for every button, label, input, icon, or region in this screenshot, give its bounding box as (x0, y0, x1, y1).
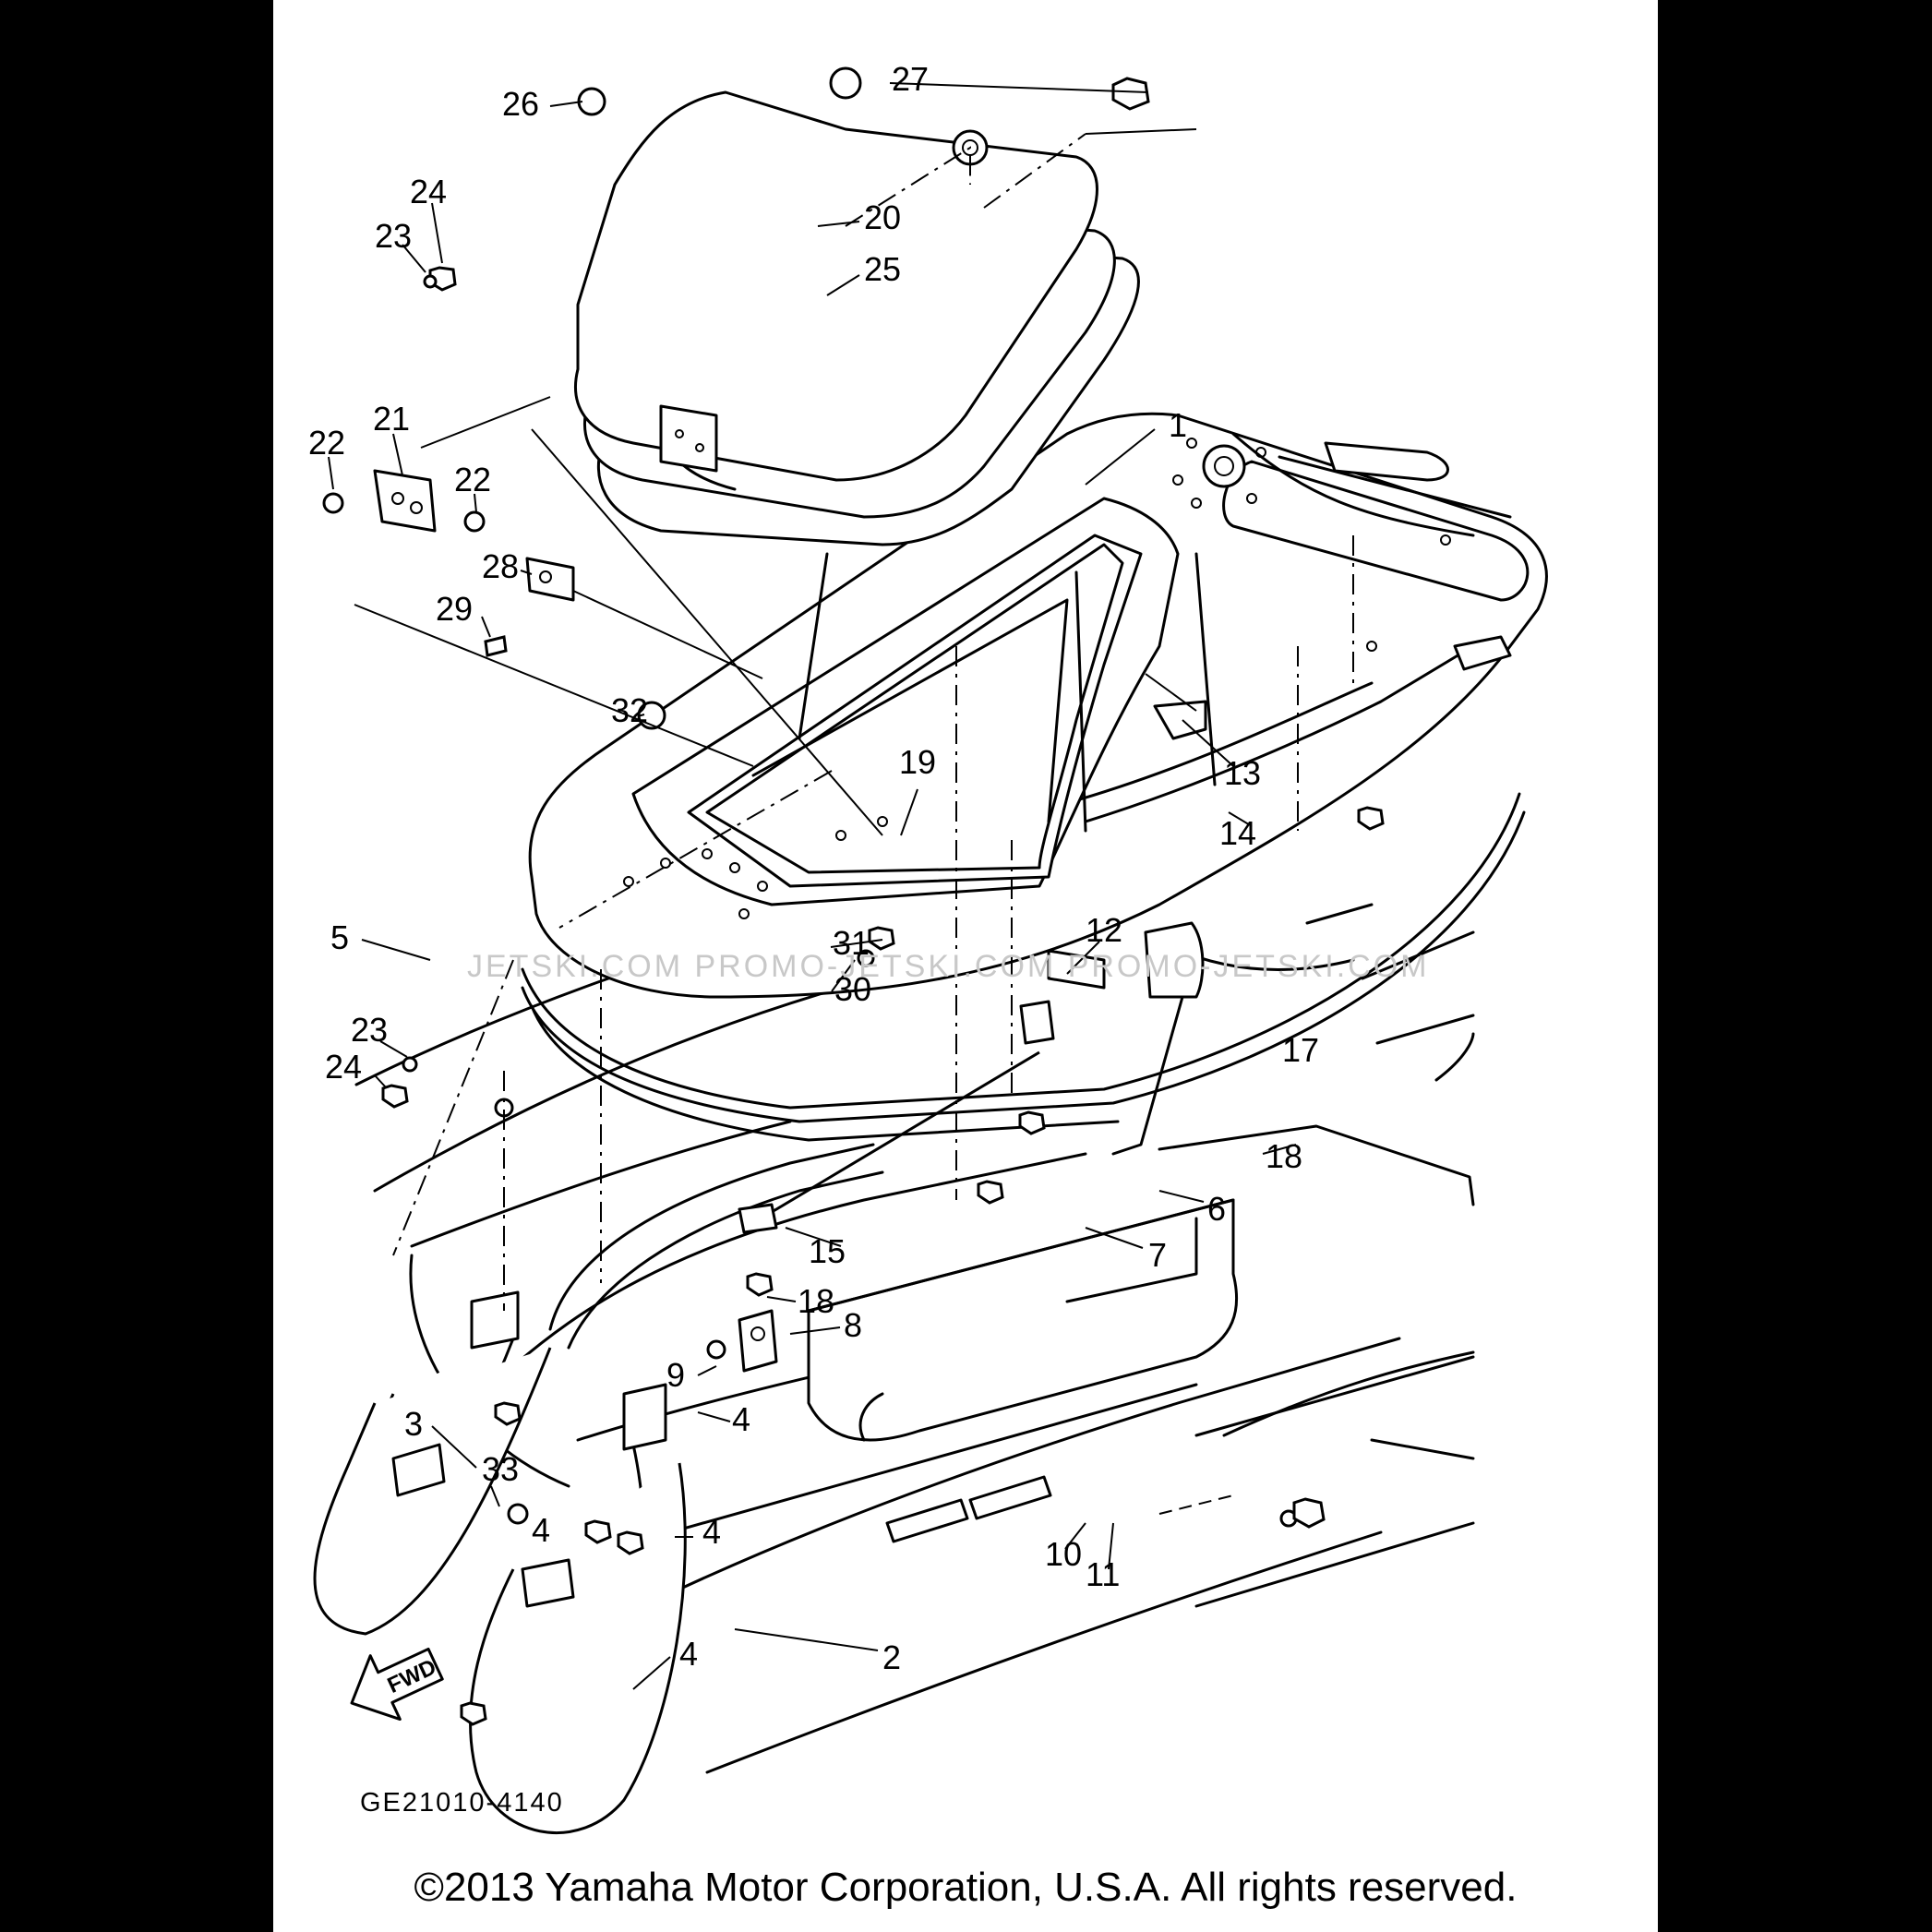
latch-part-28 (525, 557, 575, 602)
plate-part-8 (738, 1309, 778, 1373)
callout-22b: 22 (454, 461, 491, 498)
callout-18b: 18 (798, 1282, 834, 1320)
hatch-cover-part-1 (521, 412, 1548, 1142)
fasteners (322, 66, 1385, 1726)
callout-17: 17 (1282, 1031, 1319, 1069)
callout-33: 33 (482, 1450, 519, 1488)
callout-4c: 4 (702, 1513, 721, 1551)
callout-18a: 18 (1266, 1137, 1302, 1175)
callout-8: 8 (844, 1306, 862, 1344)
callout-3: 3 (404, 1405, 423, 1443)
diagram-code: GE21010-4140 (360, 1788, 564, 1818)
storage-lid-part-20 (574, 90, 1197, 546)
callout-21: 21 (373, 400, 410, 438)
callout-14: 14 (1219, 814, 1256, 852)
callout-5: 5 (330, 918, 349, 956)
callout-10: 10 (1045, 1535, 1082, 1573)
fwd-arrow-icon: FWD (350, 1647, 444, 1722)
callout-4b: 4 (532, 1511, 550, 1549)
handle-part-3 (313, 1290, 552, 1636)
parts-diagram-sheet: 1 2 3 4 4 4 4 5 6 7 8 9 10 11 12 13 14 1… (273, 0, 1658, 1932)
exploded-view-drawing: 1 2 3 4 4 4 4 5 6 7 8 9 10 11 12 13 14 1… (308, 60, 1548, 1834)
callout-30: 30 (834, 970, 871, 1008)
callout-29: 29 (436, 590, 473, 628)
callout-25: 25 (864, 250, 901, 288)
callout-11: 11 (1086, 1555, 1120, 1593)
callout-4a: 4 (732, 1400, 750, 1438)
callout-7: 7 (1148, 1236, 1167, 1274)
callout-22a: 22 (308, 424, 345, 462)
latch-part-6 (1111, 921, 1205, 1156)
callout-12: 12 (1086, 911, 1122, 949)
hinge-part-21 (373, 469, 437, 533)
callout-24b: 24 (325, 1048, 362, 1086)
callout-15: 15 (809, 1232, 846, 1270)
callout-27: 27 (892, 60, 929, 98)
callout-28: 28 (482, 547, 519, 585)
callout-4d: 4 (679, 1635, 698, 1673)
callout-2: 2 (882, 1638, 901, 1676)
copyright-notice: ©2013 Yamaha Motor Corporation, U.S.A. A… (414, 1865, 1518, 1910)
callout-9: 9 (666, 1356, 685, 1394)
callout-26: 26 (502, 85, 539, 123)
bracket-part-12 (1047, 949, 1106, 990)
callout-6: 6 (1207, 1190, 1226, 1228)
stay-bar-part-15 (738, 1000, 1055, 1234)
callout-32: 32 (611, 691, 648, 729)
callout-13: 13 (1224, 754, 1261, 792)
leader-lines (328, 82, 1317, 1690)
callout-24a: 24 (410, 173, 447, 210)
callout-20: 20 (864, 198, 901, 236)
alignment-lines (354, 396, 1354, 1311)
watermark-text: JETSKI.COM PROMO-JETSKI.COM PROMO-JETSKI… (467, 949, 1429, 984)
callout-19: 19 (899, 743, 936, 781)
callout-1: 1 (1169, 406, 1187, 444)
